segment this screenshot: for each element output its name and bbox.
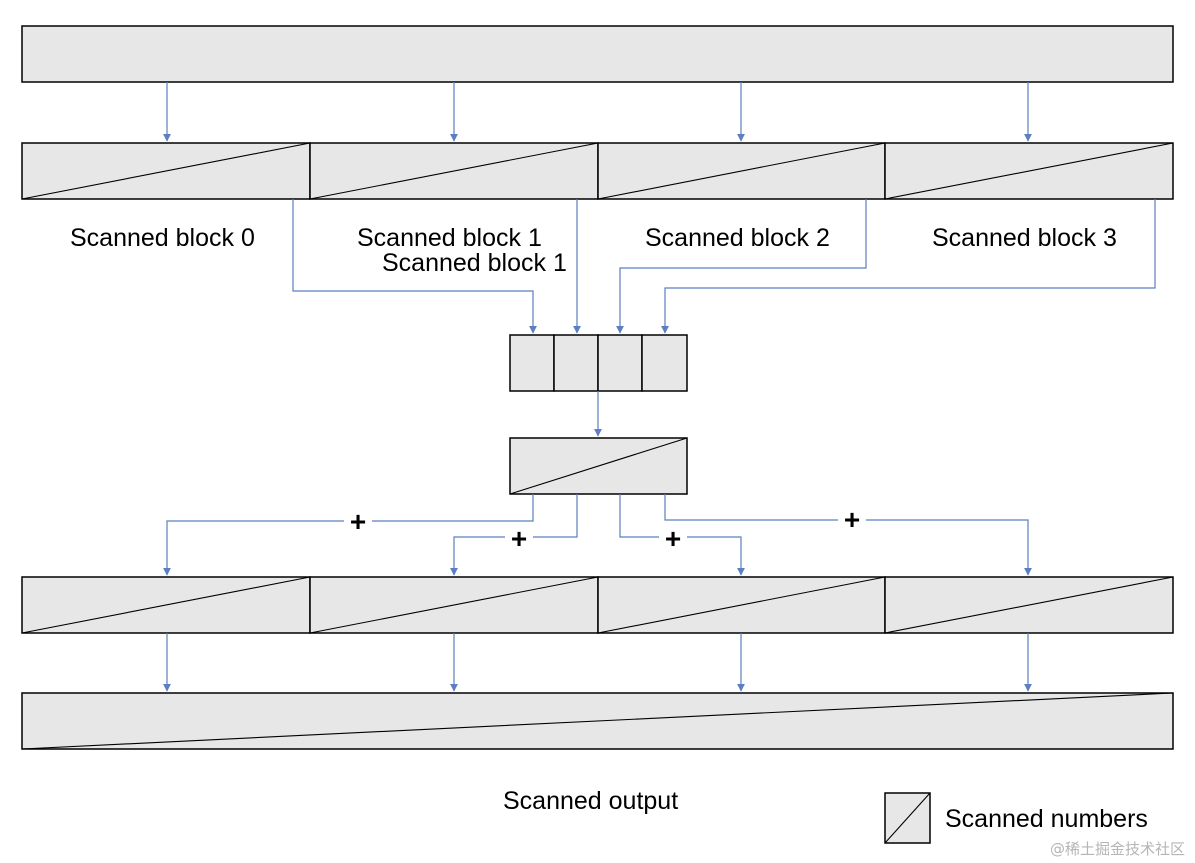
label-scanned-block-0: Scanned block 0 (70, 224, 255, 252)
blocks-to-output-arrows (163, 633, 1032, 692)
add-connectors (163, 494, 1032, 576)
plus-sign-1: + (511, 523, 527, 554)
label-scanned-block-2: Scanned block 2 (645, 224, 830, 252)
label-scanned-block-3: Scanned block 3 (932, 224, 1117, 252)
block-total-cell-2 (597, 334, 643, 392)
label-scanned-block-1: Scanned block 1 (357, 224, 542, 252)
updated-blocks-row (21, 576, 1174, 634)
block-totals-array (509, 334, 688, 392)
legend: Scanned numbers (884, 792, 1148, 844)
scanned-blocks-row (21, 142, 1174, 200)
legend-label: Scanned numbers (945, 805, 1148, 833)
input-to-blocks-arrows (163, 82, 1032, 142)
block-total-cell-1 (553, 334, 599, 392)
plus-sign-0: + (350, 506, 366, 537)
label-scanned-block-1-repeat: Scanned block 1 (382, 249, 567, 277)
block-total-cell-0 (509, 334, 555, 392)
watermark: @稀土掘金技术社区 (1050, 840, 1185, 858)
block-totals-connectors (292, 199, 1156, 334)
plus-operators: + + + + (344, 504, 866, 554)
block-total-cell-3 (641, 334, 688, 392)
plus-sign-2: + (665, 523, 681, 554)
label-scanned-output: Scanned output (503, 787, 678, 815)
input-array (21, 25, 1174, 83)
plus-sign-3: + (844, 504, 860, 535)
